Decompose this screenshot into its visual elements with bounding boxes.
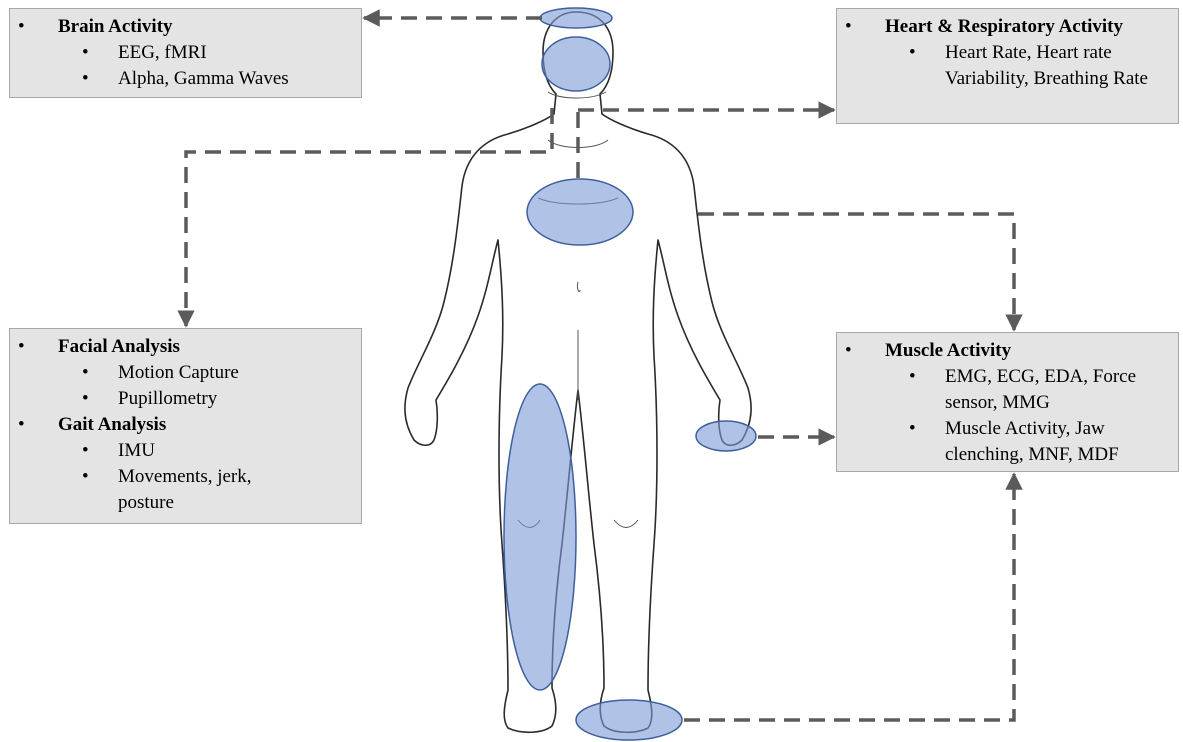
bullet: • bbox=[82, 438, 89, 464]
gait-title-row: • Gait Analysis bbox=[18, 412, 355, 438]
bullet: • bbox=[845, 338, 852, 364]
facial-analysis-title: Facial Analysis bbox=[58, 336, 180, 357]
facial-title-row: • Facial Analysis bbox=[18, 334, 355, 360]
gait-item-movements: Movements, jerk, posture bbox=[118, 466, 252, 513]
bullet: • bbox=[82, 66, 89, 92]
bullet: • bbox=[845, 14, 852, 40]
muscle-title-row: • Muscle Activity bbox=[845, 338, 1172, 364]
list-item: • EMG, ECG, EDA, Force sensor, MMG bbox=[845, 364, 1172, 416]
foot-region bbox=[576, 700, 682, 740]
leg-region bbox=[504, 384, 576, 690]
wrist-region bbox=[696, 421, 756, 451]
brain-item-eeg: EEG, fMRI bbox=[118, 42, 207, 63]
bullet: • bbox=[82, 40, 89, 66]
arrow-foot-to-muscle-box bbox=[684, 474, 1014, 720]
facial-gait-analysis-box: • Facial Analysis • Motion Capture • Pup… bbox=[9, 328, 362, 524]
list-item: • Movements, jerk, posture bbox=[18, 464, 355, 516]
bullet: • bbox=[82, 464, 89, 490]
list-item: • Muscle Activity, Jaw clenching, MNF, M… bbox=[845, 416, 1172, 468]
heart-item-metrics: Heart Rate, Heart rate Variability, Brea… bbox=[945, 42, 1148, 89]
list-item: • EEG, fMRI bbox=[18, 40, 355, 66]
brain-item-waves: Alpha, Gamma Waves bbox=[118, 68, 289, 89]
list-item: • Motion Capture bbox=[18, 360, 355, 386]
muscle-item-sensors: EMG, ECG, EDA, Force sensor, MMG bbox=[945, 366, 1136, 413]
bullet: • bbox=[82, 386, 89, 412]
brain-activity-title-row: • Brain Activity bbox=[18, 14, 355, 40]
bullet: • bbox=[909, 40, 916, 66]
face-region bbox=[542, 37, 610, 91]
list-item: • Pupillometry bbox=[18, 386, 355, 412]
bullet: • bbox=[909, 416, 916, 442]
bullet: • bbox=[82, 360, 89, 386]
muscle-item-features: Muscle Activity, Jaw clenching, MNF, MDF bbox=[945, 418, 1119, 465]
head-top-region bbox=[540, 8, 612, 28]
list-item: • IMU bbox=[18, 438, 355, 464]
bullet: • bbox=[18, 14, 25, 40]
arrow-chest-to-muscle-box bbox=[698, 214, 1014, 330]
brain-activity-title: Brain Activity bbox=[58, 16, 173, 37]
heart-respiratory-box: • Heart & Respiratory Activity • Heart R… bbox=[836, 8, 1179, 124]
bullet: • bbox=[18, 334, 25, 360]
list-item: • Heart Rate, Heart rate Variability, Br… bbox=[845, 40, 1172, 92]
facial-item-motion-capture: Motion Capture bbox=[118, 362, 239, 383]
chest-region bbox=[527, 179, 633, 245]
heart-title-row: • Heart & Respiratory Activity bbox=[845, 14, 1172, 40]
muscle-activity-box: • Muscle Activity • EMG, ECG, EDA, Force… bbox=[836, 332, 1179, 472]
muscle-activity-title: Muscle Activity bbox=[885, 340, 1011, 361]
heart-respiratory-title: Heart & Respiratory Activity bbox=[885, 16, 1123, 37]
bullet: • bbox=[18, 412, 25, 438]
bullet: • bbox=[909, 364, 916, 390]
brain-activity-box: • Brain Activity • EEG, fMRI • Alpha, Ga… bbox=[9, 8, 362, 98]
list-item: • Alpha, Gamma Waves bbox=[18, 66, 355, 92]
facial-item-pupillometry: Pupillometry bbox=[118, 388, 217, 409]
gait-item-imu: IMU bbox=[118, 440, 155, 461]
gait-analysis-title: Gait Analysis bbox=[58, 414, 166, 435]
